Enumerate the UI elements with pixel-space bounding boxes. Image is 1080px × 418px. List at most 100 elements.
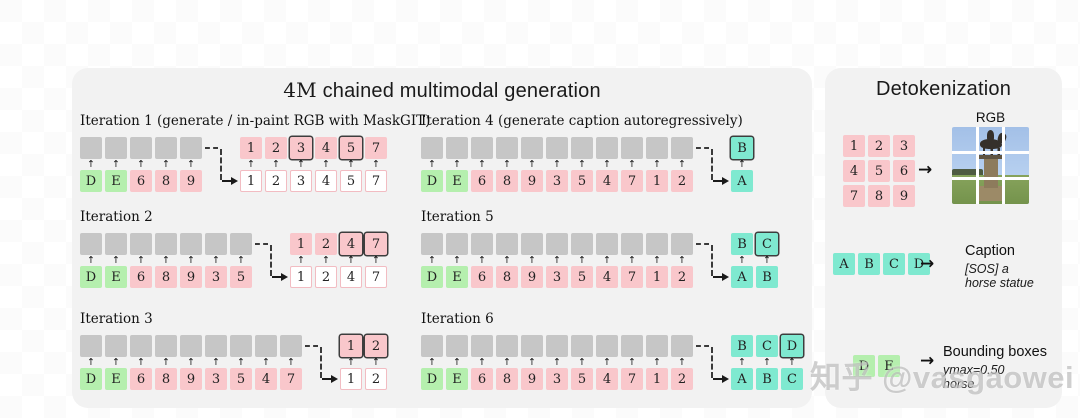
up-arrow-icon: ↑: [137, 255, 145, 266]
token: 4: [596, 266, 618, 288]
token-column: ↑D: [80, 335, 102, 390]
token-column: ↑3: [205, 233, 227, 288]
token-column: C↑B: [756, 335, 778, 390]
up-arrow-icon: ↑: [112, 255, 120, 266]
up-arrow-icon: ↑: [162, 357, 170, 368]
token-column: ↑6: [130, 233, 152, 288]
token: 5: [868, 160, 890, 182]
arrow-right-icon: →: [920, 351, 935, 371]
masked-token: [646, 233, 668, 255]
up-arrow-icon: ↑: [247, 159, 255, 170]
token: 9: [180, 266, 202, 288]
up-arrow-icon: ↑: [137, 357, 145, 368]
token: 2: [315, 266, 337, 288]
token: 4: [315, 170, 337, 192]
up-arrow-icon: ↑: [763, 357, 771, 368]
token: 9: [893, 185, 915, 207]
token: 4: [596, 368, 618, 390]
token-column: 2↑2: [365, 335, 387, 390]
token: 7: [843, 185, 865, 207]
title-4m: 4M: [283, 78, 317, 102]
masked-token: [180, 233, 202, 255]
masked-token: [571, 137, 593, 159]
masked-token: [155, 335, 177, 357]
up-arrow-icon: ↑: [187, 255, 195, 266]
token-column: ↑8: [155, 335, 177, 390]
token: 2: [671, 170, 693, 192]
masked-token: [671, 137, 693, 159]
token-column: ↑2: [671, 137, 693, 192]
up-arrow-icon: ↑: [347, 357, 355, 368]
up-arrow-icon: ↑: [428, 357, 436, 368]
token: 1: [646, 266, 668, 288]
token: 2: [365, 335, 387, 357]
token: 1: [240, 170, 262, 192]
up-arrow-icon: ↑: [603, 357, 611, 368]
token: C: [781, 368, 803, 390]
token: 6: [130, 266, 152, 288]
token: 1: [340, 335, 362, 357]
token-column: ↑D: [80, 233, 102, 288]
token-column: ↑3: [546, 335, 568, 390]
masked-token: [421, 233, 443, 255]
up-arrow-icon: ↑: [112, 357, 120, 368]
masked-token: [646, 137, 668, 159]
input-sequence: ↑D↑E↑6↑8↑9↑3↑5↑4↑7: [80, 335, 302, 390]
masked-token: [80, 137, 102, 159]
iteration-label: Iteration 3: [80, 311, 153, 327]
up-arrow-icon: ↑: [87, 159, 95, 170]
caption-title: Caption: [965, 243, 1015, 259]
token-column: ↑5: [230, 335, 252, 390]
input-sequence: ↑D↑E↑6↑8↑9↑3↑5↑4↑7↑1↑2: [421, 233, 693, 288]
token: 5: [571, 368, 593, 390]
token: 4: [596, 170, 618, 192]
token: 1: [290, 266, 312, 288]
token: 9: [180, 368, 202, 390]
token-column: ↑D: [80, 137, 102, 192]
bbox-line: ymax=0.50: [943, 363, 1005, 377]
masked-token: [471, 233, 493, 255]
iteration-block: Iteration 1 (generate / in-paint RGB wit…: [80, 113, 430, 192]
up-arrow-icon: ↑: [237, 357, 245, 368]
up-arrow-icon: ↑: [578, 357, 586, 368]
token: 8: [868, 185, 890, 207]
token: 2: [671, 266, 693, 288]
token: B: [756, 368, 778, 390]
token-column: ↑6: [471, 137, 493, 192]
masked-token: [230, 335, 252, 357]
token: 6: [471, 368, 493, 390]
token-column: ↑D: [421, 233, 443, 288]
token-column: 1↑1: [340, 335, 362, 390]
masked-token: [446, 335, 468, 357]
up-arrow-icon: ↑: [347, 159, 355, 170]
generation-panel: 4M chained multimodal generation Iterati…: [72, 68, 812, 408]
token-column: 4↑4: [340, 233, 362, 288]
token: E: [446, 368, 468, 390]
token: B: [731, 137, 753, 159]
up-arrow-icon: ↑: [788, 357, 796, 368]
input-sequence: ↑D↑E↑6↑8↑9↑3↑5↑4↑7↑1↑2: [421, 137, 693, 192]
token: D: [781, 335, 803, 357]
grid-line: [952, 177, 1029, 180]
output-sequence: B↑A: [731, 137, 753, 192]
up-arrow-icon: ↑: [678, 255, 686, 266]
up-arrow-icon: ↑: [578, 255, 586, 266]
up-arrow-icon: ↑: [262, 357, 270, 368]
token: 2: [315, 233, 337, 255]
token-column: ↑8: [496, 335, 518, 390]
masked-token: [155, 137, 177, 159]
token: 5: [230, 368, 252, 390]
token-column: ↑5: [571, 335, 593, 390]
token-column: 5↑5: [340, 137, 362, 192]
up-arrow-icon: ↑: [287, 357, 295, 368]
up-arrow-icon: ↑: [478, 255, 486, 266]
iteration-label: Iteration 4 (generate caption autoregres…: [421, 113, 743, 129]
token-column: 3↑3: [290, 137, 312, 192]
up-arrow-icon: ↑: [738, 357, 746, 368]
up-arrow-icon: ↑: [578, 159, 586, 170]
token: 3: [546, 170, 568, 192]
token-column: B↑A: [731, 233, 753, 288]
